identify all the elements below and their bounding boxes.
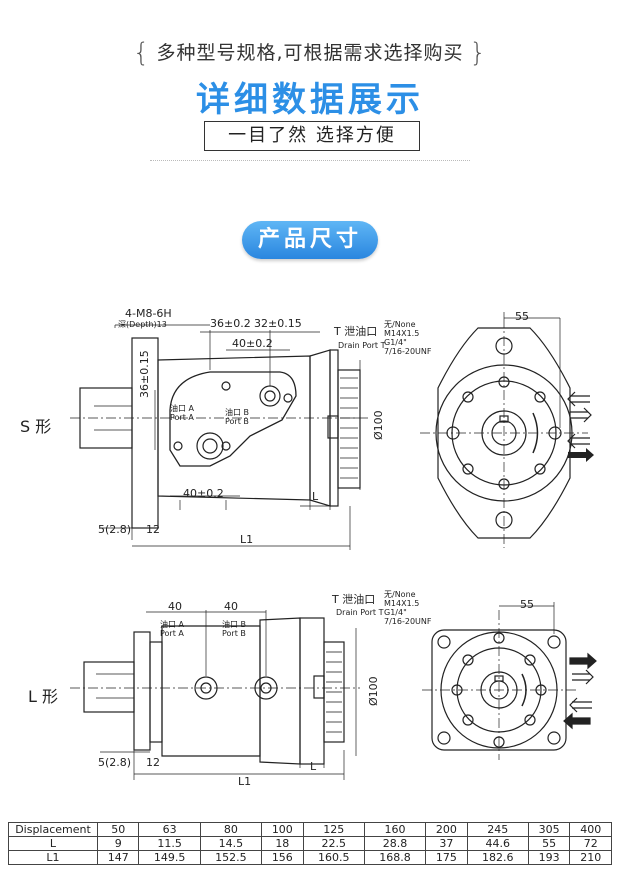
table-cell: 305 bbox=[527, 822, 571, 837]
s-dim-L: L bbox=[312, 490, 319, 503]
s-drain-cn: T 泄油口 bbox=[334, 325, 378, 338]
s-port-a-inner bbox=[202, 438, 218, 454]
l-dim-40-right: 40 bbox=[224, 600, 238, 613]
s-dim-12: 12 bbox=[146, 523, 160, 536]
row-head: L1 bbox=[8, 850, 98, 865]
s-dim-40-top: 40±0.2 bbox=[232, 337, 273, 350]
l-drain-cn: T 泄油口 bbox=[332, 593, 376, 606]
table-row: Displacement 50 63 80 100 125 160 200 24… bbox=[8, 822, 612, 837]
table-cell: 149.5 bbox=[138, 850, 201, 865]
table-cell: 44.6 bbox=[466, 836, 529, 851]
table-row: L 9 11.5 14.5 18 22.5 28.8 37 44.6 55 72 bbox=[8, 836, 612, 851]
table-cell: 245 bbox=[466, 822, 529, 837]
l-dim-5: 5(2.8) bbox=[98, 756, 132, 769]
row-head: L bbox=[8, 836, 98, 851]
table-cell: 400 bbox=[569, 822, 612, 837]
table-cell: 210 bbox=[569, 850, 612, 865]
tagline-text: 多种型号规格,可根据需求选择购买 bbox=[156, 42, 464, 64]
l-drain-en: Drain Port T bbox=[336, 608, 384, 617]
l-dim-55: 55 bbox=[520, 598, 534, 611]
s-port-a-en: Port A bbox=[170, 413, 194, 422]
tagline: {多种型号规格,可根据需求选择购买} bbox=[132, 38, 488, 68]
l-flow-arrows bbox=[563, 652, 597, 730]
row-head: Displacement bbox=[8, 822, 98, 837]
table-cell: 156 bbox=[261, 850, 304, 865]
l-port-a-label: 油口 A bbox=[160, 620, 185, 629]
s-drain-spec1: 无/None bbox=[384, 320, 416, 329]
s-port-b bbox=[259, 385, 281, 407]
table-cell: 14.5 bbox=[199, 836, 263, 851]
l-flange bbox=[133, 631, 151, 751]
page-title: 详细数据展示 bbox=[196, 80, 424, 120]
table-cell: 22.5 bbox=[302, 836, 365, 851]
s-form-label: S 形 bbox=[20, 417, 52, 436]
table-cell: 125 bbox=[302, 822, 365, 837]
l-drain-spec2: M14X1.5 bbox=[384, 599, 420, 608]
l-form-label: L 形 bbox=[28, 687, 59, 706]
table-cell: 200 bbox=[425, 822, 468, 837]
table-cell: 152.5 bbox=[199, 850, 263, 865]
l-drain-spec3: G1/4" bbox=[384, 608, 407, 617]
l-dim-L1: L1 bbox=[238, 775, 252, 788]
table-cell: 182.6 bbox=[466, 850, 529, 865]
s-drain-spec4: 7/16-20UNF bbox=[384, 347, 432, 356]
l-port-b-label: 油口 B bbox=[222, 620, 247, 629]
table-cell: 9 bbox=[96, 836, 140, 851]
l-shaft bbox=[83, 661, 135, 713]
l-dim-40-left: 40 bbox=[168, 600, 182, 613]
table-cell: 160.5 bbox=[302, 850, 365, 865]
s-front-plate bbox=[437, 327, 571, 539]
l-dim-12: 12 bbox=[146, 756, 160, 769]
l-drain-spec1: 无/None bbox=[384, 590, 416, 599]
s-port-b-en: Port B bbox=[225, 417, 249, 426]
s-body bbox=[157, 355, 311, 501]
s-dim-5: 5(2.8) bbox=[98, 523, 132, 536]
s-dim-36-vert: 36±0.15 bbox=[138, 350, 151, 398]
table-cell: 160 bbox=[363, 822, 427, 837]
table-cell: 55 bbox=[527, 836, 571, 851]
spec-table: Displacement 50 63 80 100 125 160 200 24… bbox=[8, 822, 612, 865]
s-dim-40-bottom: 40±0.2 bbox=[183, 487, 224, 500]
s-flow-arrows bbox=[567, 391, 592, 449]
table-cell: 37 bbox=[425, 836, 468, 851]
table-cell: 80 bbox=[199, 822, 263, 837]
divider bbox=[150, 160, 470, 161]
l-dim-100: Ø100 bbox=[367, 676, 380, 706]
l-dim-L: L bbox=[310, 760, 317, 773]
table-cell: 63 bbox=[138, 822, 201, 837]
table-cell: 175 bbox=[425, 850, 468, 865]
table-cell: 50 bbox=[96, 822, 140, 837]
s-drain-spec2: M14X1.5 bbox=[384, 329, 420, 338]
table-cell: 72 bbox=[569, 836, 612, 851]
table-cell: 28.8 bbox=[363, 836, 427, 851]
s-dim-36: 36±0.2 bbox=[210, 317, 251, 330]
table-cell: 18 bbox=[261, 836, 304, 851]
s-dim-55: 55 bbox=[515, 310, 529, 323]
s-port-a bbox=[196, 432, 224, 460]
s-port-b-label: 油口 B bbox=[225, 408, 250, 417]
table-cell: 100 bbox=[261, 822, 304, 837]
subtitle-box: 一目了然 选择方便 bbox=[204, 121, 420, 151]
s-dim-32: 32±0.15 bbox=[254, 317, 302, 330]
s-thread-label: 4-M8-6H bbox=[125, 307, 172, 320]
table-cell: 11.5 bbox=[138, 836, 201, 851]
s-port-plate bbox=[169, 371, 297, 467]
s-drain-spec3: G1/4" bbox=[384, 338, 407, 347]
l-body bbox=[161, 625, 261, 757]
table-cell: 168.8 bbox=[363, 850, 427, 865]
s-dim-100: Ø100 bbox=[372, 410, 385, 440]
s-port-a-label: 油口 A bbox=[170, 404, 195, 413]
l-form-drawing bbox=[70, 602, 597, 780]
table-cell: 147 bbox=[96, 850, 140, 865]
s-depth-label: 深(Depth)13 bbox=[118, 320, 167, 329]
table-cell: 193 bbox=[527, 850, 571, 865]
l-drain-spec4: 7/16-20UNF bbox=[384, 617, 432, 626]
s-form-drawing bbox=[70, 312, 594, 550]
table-row: L1 147 149.5 152.5 156 160.5 168.8 175 1… bbox=[8, 850, 612, 865]
s-drain-en: Drain Port T bbox=[338, 341, 386, 350]
l-port-b-en: Port B bbox=[222, 629, 246, 638]
s-dim-L1: L1 bbox=[240, 533, 254, 546]
section-pill: 产品尺寸 bbox=[242, 221, 378, 259]
l-port-a-en: Port A bbox=[160, 629, 184, 638]
